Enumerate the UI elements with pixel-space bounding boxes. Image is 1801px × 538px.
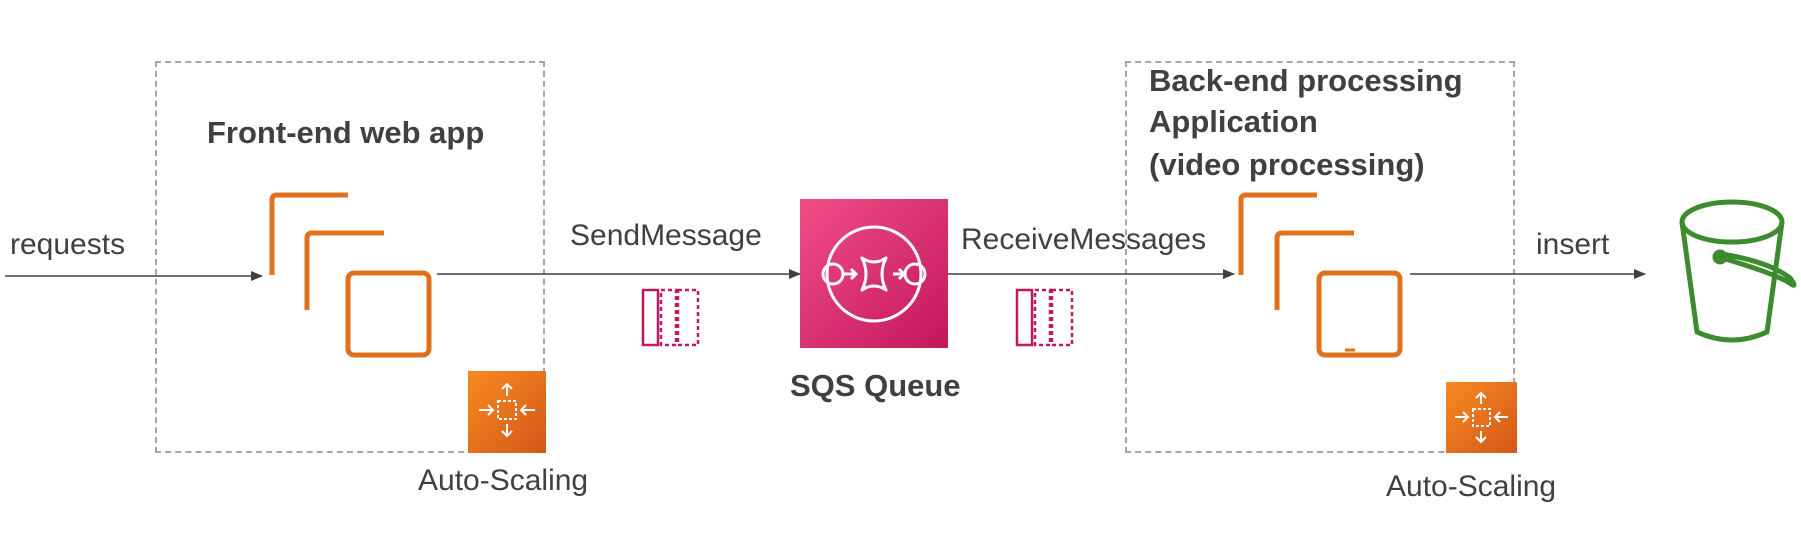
backend-title-line1: Back-end processing <box>1149 63 1463 98</box>
auto-scaling-label: Auto-Scaling <box>418 464 589 497</box>
autoscaling-icon <box>1446 382 1517 453</box>
backend-title-line2: Application <box>1149 104 1318 139</box>
insert-label: insert <box>1536 228 1610 261</box>
receive-messages-label: ReceiveMessages <box>961 223 1207 256</box>
s3-bucket-icon <box>1679 199 1797 343</box>
ec2-instances-icon <box>269 192 432 358</box>
frontend-group-box <box>155 61 545 453</box>
sqs-queue-icon <box>800 199 948 348</box>
autoscaling-icon <box>468 371 546 453</box>
frontend-title: Front-end web app <box>207 115 485 150</box>
backend-title-line3: (video processing) <box>1149 147 1425 182</box>
ec2-instances-icon <box>1238 192 1403 358</box>
message-icon <box>1015 288 1074 347</box>
auto-scaling-label: Auto-Scaling <box>1386 470 1557 503</box>
requests-label: requests <box>10 228 126 261</box>
message-icon <box>641 288 700 347</box>
send-message-label: SendMessage <box>570 219 762 252</box>
sqs-queue-label: SQS Queue <box>790 368 961 403</box>
backend-group-box <box>1125 61 1515 453</box>
